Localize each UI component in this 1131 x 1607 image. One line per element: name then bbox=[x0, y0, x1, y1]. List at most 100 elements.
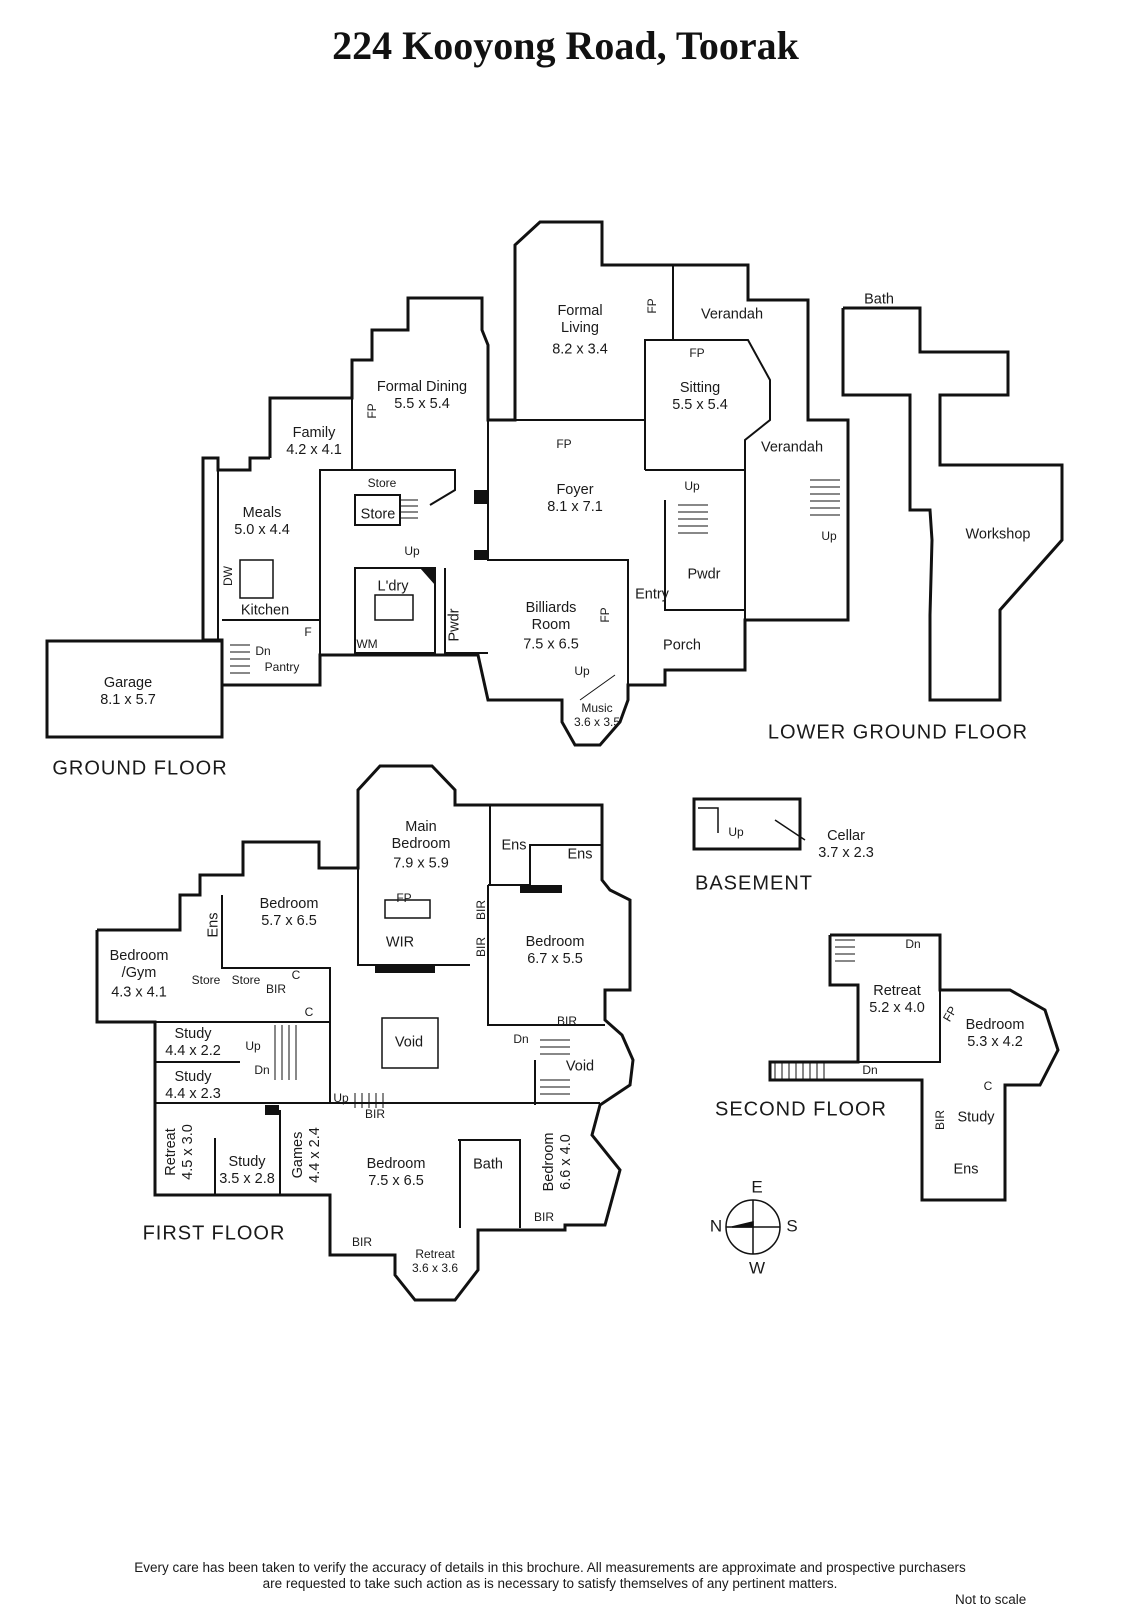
room-laundry: L'dry bbox=[377, 578, 409, 595]
ensuite-label: Ens bbox=[567, 846, 593, 863]
compass-west: W bbox=[748, 1258, 766, 1278]
fireplace-label: FP bbox=[645, 298, 659, 314]
room-formal-living-size: 8.2 x 3.4 bbox=[552, 341, 608, 358]
built-in-robe-label: BIR bbox=[351, 1235, 373, 1249]
room-entry: Entry bbox=[635, 586, 669, 603]
cupboard-label: C bbox=[983, 1079, 993, 1093]
cupboard-label: C bbox=[304, 1005, 314, 1019]
walk-in-robe-label: WIR bbox=[385, 934, 415, 951]
room-bath: Bath bbox=[864, 291, 894, 308]
room-porch: Porch bbox=[663, 637, 701, 654]
stairs-up-label: Up bbox=[245, 1039, 261, 1053]
stairs-up-label: Up bbox=[684, 479, 700, 493]
fireplace-label: FP bbox=[365, 403, 379, 419]
bath-label: Bath bbox=[473, 1156, 503, 1173]
powder-room-label: Pwdr bbox=[446, 608, 463, 642]
stairs-down-label: Dn bbox=[254, 1063, 270, 1077]
store-label: Store bbox=[231, 973, 261, 987]
room-main-bedroom-size: 7.9 x 5.9 bbox=[393, 855, 449, 872]
fireplace-label: FP bbox=[396, 891, 412, 905]
fireplace-label: FP bbox=[598, 607, 612, 623]
ground-floor-outline bbox=[201, 220, 850, 747]
room-study: Study bbox=[957, 1109, 995, 1126]
void-label: Void bbox=[394, 1034, 424, 1051]
built-in-robe-label: BIR bbox=[474, 899, 488, 921]
built-in-robe-label: BIR bbox=[474, 936, 488, 958]
basement-walls bbox=[692, 797, 802, 851]
fireplace-label: FP bbox=[556, 437, 572, 451]
compass-icon bbox=[725, 1199, 781, 1255]
stairs-up-label: Up bbox=[333, 1091, 349, 1105]
stairs-up-label: Up bbox=[574, 664, 590, 678]
store-label: Store bbox=[360, 506, 396, 523]
compass-south: S bbox=[786, 1216, 798, 1236]
ensuite-label: Ens bbox=[205, 912, 222, 938]
stairs-up-label: Up bbox=[821, 529, 837, 543]
floor-heading-basement: BASEMENT bbox=[694, 872, 814, 895]
floor-heading-lower-ground: LOWER GROUND FLOOR bbox=[767, 721, 1029, 744]
built-in-robe-label: BIR bbox=[556, 1014, 578, 1028]
washing-machine-label: WM bbox=[356, 637, 378, 651]
stairs-up-label: Up bbox=[728, 825, 744, 839]
compass-east: E bbox=[751, 1177, 763, 1197]
room-billiards-size: 7.5 x 6.5 bbox=[523, 636, 579, 653]
ensuite-label: Ens bbox=[501, 837, 527, 854]
floor-heading-first: FIRST FLOOR bbox=[142, 1222, 286, 1245]
floor-heading-ground: GROUND FLOOR bbox=[52, 757, 228, 780]
room-kitchen: Kitchen bbox=[240, 602, 290, 619]
verandah-label: Verandah bbox=[700, 306, 764, 323]
built-in-robe-label: BIR bbox=[364, 1107, 386, 1121]
floor-heading-second: SECOND FLOOR bbox=[714, 1098, 888, 1121]
built-in-robe-label: BIR bbox=[933, 1109, 947, 1131]
room-bedroom-gym-size: 4.3 x 4.1 bbox=[111, 984, 167, 1001]
ensuite-label: Ens bbox=[953, 1161, 979, 1178]
store-label: Store bbox=[367, 476, 397, 490]
store-label: Store bbox=[191, 973, 221, 987]
powder-room-label: Pwdr bbox=[687, 566, 721, 583]
stairs-down-label: Dn bbox=[513, 1032, 529, 1046]
fireplace-label: FP bbox=[689, 346, 705, 360]
room-bedroom-gym: Bedroom/Gym bbox=[109, 948, 169, 981]
first-floor-outline bbox=[95, 764, 635, 1302]
fridge-label: F bbox=[304, 625, 312, 639]
room-workshop: Workshop bbox=[965, 526, 1031, 543]
built-in-robe-label: BIR bbox=[265, 982, 287, 996]
second-floor-outline bbox=[768, 933, 1060, 1202]
stairs-down-label: Dn bbox=[862, 1063, 878, 1077]
verandah-label: Verandah bbox=[760, 439, 824, 456]
room-pantry: Pantry bbox=[264, 660, 300, 674]
dishwasher-label: DW bbox=[221, 566, 235, 586]
stairs-up-label: Up bbox=[404, 544, 420, 558]
page-title: 224 Kooyong Road, Toorak bbox=[332, 23, 799, 68]
lower-ground-outline bbox=[841, 306, 1064, 702]
void-label: Void bbox=[565, 1058, 595, 1075]
compass-north: N bbox=[709, 1216, 723, 1236]
disclaimer: Every care has been taken to verify the … bbox=[134, 1560, 966, 1591]
stairs-down-label: Dn bbox=[255, 644, 271, 658]
cupboard-label: C bbox=[291, 968, 301, 982]
built-in-robe-label: BIR bbox=[533, 1210, 555, 1224]
